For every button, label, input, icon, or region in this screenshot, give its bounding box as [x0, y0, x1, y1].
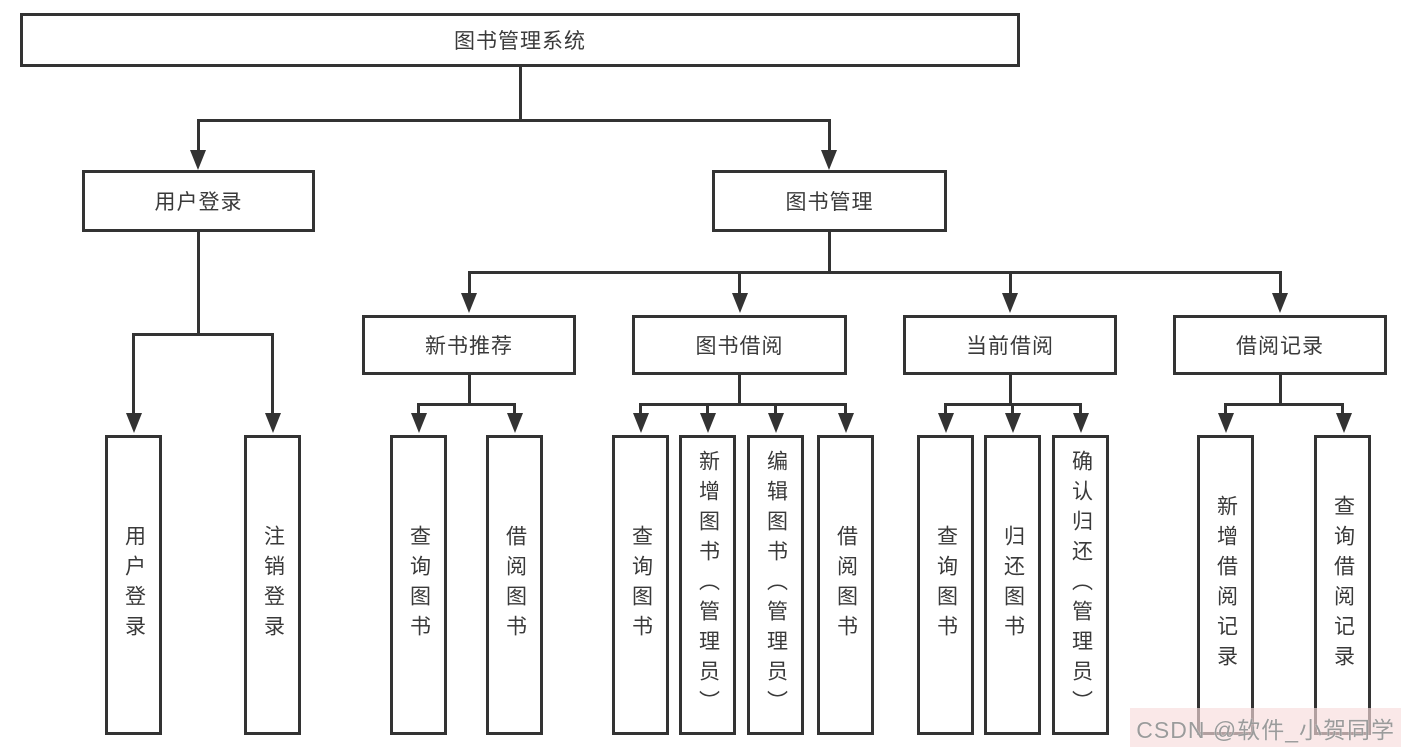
node-new-book-recommendation: 新书推荐 — [362, 315, 576, 375]
connector-line — [197, 119, 831, 122]
arrowhead-down-icon — [265, 413, 281, 433]
arrowhead-down-icon — [411, 413, 427, 433]
connector-line — [132, 333, 135, 415]
arrowhead-down-icon — [1002, 293, 1018, 313]
arrowhead-down-icon — [700, 413, 716, 433]
node-leaf-add-books-admin: 新增图书（管理员） — [679, 435, 736, 735]
connector-line — [738, 271, 741, 296]
node-borrowing-records: 借阅记录 — [1173, 315, 1387, 375]
arrowhead-down-icon — [1005, 413, 1021, 433]
node-leaf-query-books-2: 查询图书 — [612, 435, 669, 735]
arrowhead-down-icon — [938, 413, 954, 433]
node-leaf-return-books: 归还图书 — [984, 435, 1041, 735]
connector-line — [774, 403, 777, 415]
arrowhead-down-icon — [1336, 413, 1352, 433]
arrowhead-down-icon — [507, 413, 523, 433]
node-leaf-query-borrow-record: 查询借阅记录 — [1314, 435, 1371, 735]
arrowhead-down-icon — [838, 413, 854, 433]
connector-line — [944, 403, 947, 415]
connector-line — [1079, 403, 1082, 415]
connector-line — [844, 403, 847, 415]
connector-line — [828, 232, 831, 273]
connector-line — [271, 333, 274, 415]
arrowhead-down-icon — [1218, 413, 1234, 433]
arrowhead-down-icon — [1272, 293, 1288, 313]
arrowhead-down-icon — [732, 293, 748, 313]
connector-line — [519, 67, 522, 120]
connector-line — [132, 333, 274, 336]
connector-line — [639, 403, 847, 406]
arrowhead-down-icon — [1073, 413, 1089, 433]
node-leaf-edit-books-admin: 编辑图书（管理员） — [747, 435, 804, 735]
connector-line — [1011, 403, 1014, 415]
connector-line — [1224, 403, 1344, 406]
connector-line — [1009, 271, 1012, 296]
connector-line — [468, 271, 471, 296]
connector-line — [639, 403, 642, 415]
connector-line — [417, 403, 516, 406]
connector-line — [1009, 375, 1012, 405]
node-user-login: 用户登录 — [82, 170, 315, 232]
node-leaf-logout: 注销登录 — [244, 435, 301, 735]
connector-line — [738, 375, 741, 405]
node-leaf-confirm-return-admin: 确认归还（管理员） — [1052, 435, 1109, 735]
node-current-borrowing: 当前借阅 — [903, 315, 1117, 375]
arrowhead-down-icon — [190, 150, 206, 170]
arrowhead-down-icon — [768, 413, 784, 433]
connector-line — [513, 403, 516, 415]
node-leaf-borrow-books-1: 借阅图书 — [486, 435, 543, 735]
node-book-management: 图书管理 — [712, 170, 947, 232]
connector-line — [417, 403, 420, 415]
arrowhead-down-icon — [461, 293, 477, 313]
connector-line — [197, 232, 200, 335]
node-leaf-add-borrow-record: 新增借阅记录 — [1197, 435, 1254, 735]
connector-line — [1279, 375, 1282, 405]
connector-line — [1341, 403, 1344, 415]
connector-line — [468, 271, 1282, 274]
node-leaf-user-login: 用户登录 — [105, 435, 162, 735]
connector-line — [706, 403, 709, 415]
arrowhead-down-icon — [821, 150, 837, 170]
node-library-management-system: 图书管理系统 — [20, 13, 1020, 67]
node-leaf-borrow-books-2: 借阅图书 — [817, 435, 874, 735]
connector-line — [1279, 271, 1282, 296]
connector-line — [828, 119, 831, 152]
node-leaf-query-books-3: 查询图书 — [917, 435, 974, 735]
csdn-watermark: CSDN @软件_小贺同学 — [1130, 708, 1401, 747]
connector-line — [197, 119, 200, 152]
arrowhead-down-icon — [633, 413, 649, 433]
connector-line — [1224, 403, 1227, 415]
node-book-borrowing: 图书借阅 — [632, 315, 847, 375]
connector-line — [468, 375, 471, 405]
node-leaf-query-books-1: 查询图书 — [390, 435, 447, 735]
arrowhead-down-icon — [126, 413, 142, 433]
